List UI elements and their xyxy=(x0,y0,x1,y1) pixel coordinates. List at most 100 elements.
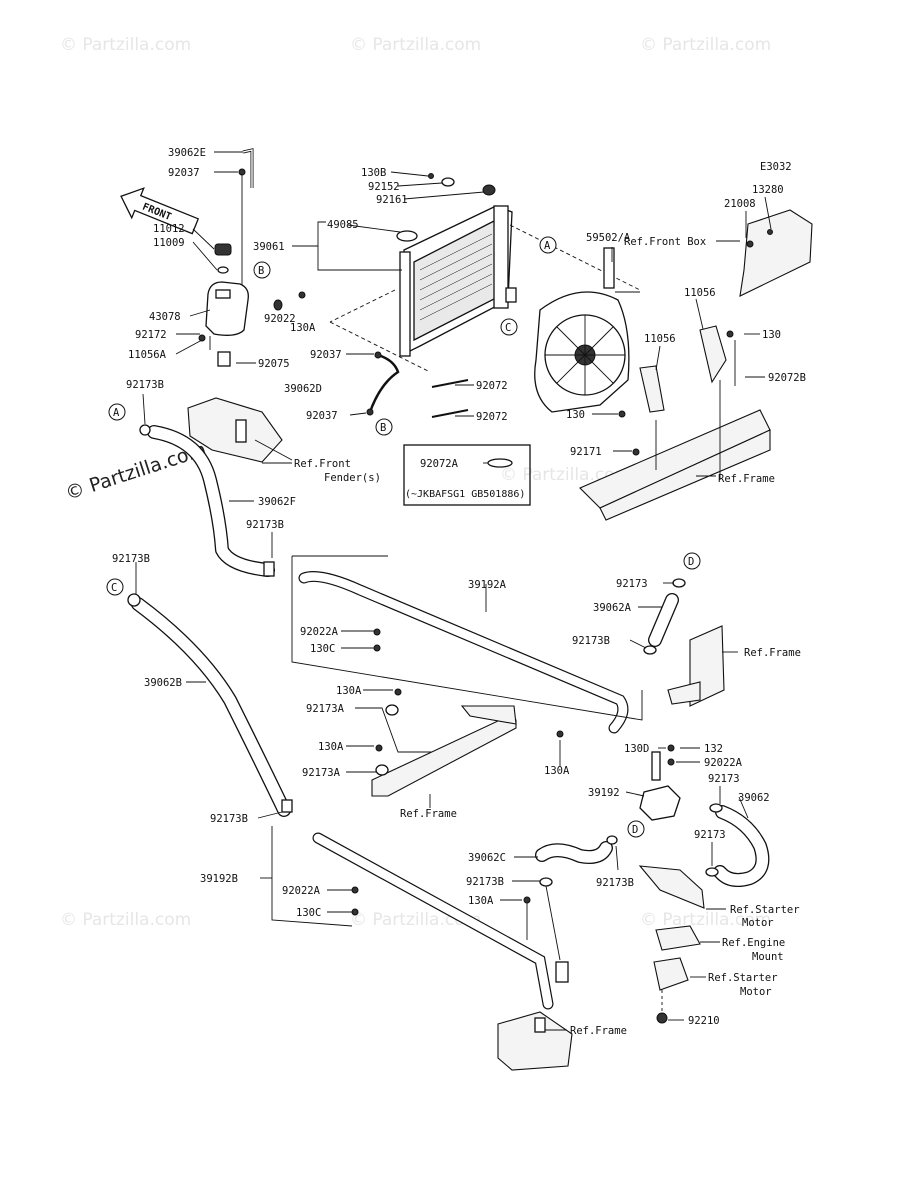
watermark: © Partzilla.com xyxy=(640,910,771,930)
part-label: 92152 xyxy=(368,181,400,193)
part-label: 49085 xyxy=(327,219,359,231)
starter-bracket xyxy=(638,865,705,1024)
part-label: 130A xyxy=(468,895,494,907)
part-label: 130D xyxy=(624,743,649,755)
part-label: 130A xyxy=(290,322,316,334)
diagram-code: E3032 xyxy=(760,161,792,173)
ref-label: Motor xyxy=(742,917,774,929)
part-label: 92173 xyxy=(616,578,648,590)
watermark: © Partzilla.com xyxy=(60,35,191,55)
ref-label: Ref.Frame xyxy=(570,1025,627,1037)
part-label: 92037 xyxy=(306,410,338,422)
part-label: 92173B xyxy=(466,876,504,888)
part-label: 39062C xyxy=(468,852,506,864)
part-label: 39062A xyxy=(593,602,632,614)
part-label: 92022A xyxy=(282,885,321,897)
part-label: 11012 xyxy=(153,223,185,235)
svg-text:B: B xyxy=(380,422,386,434)
part-label: 39062E xyxy=(168,147,206,159)
part-label: 92072A xyxy=(420,458,459,470)
part-label: 92173B xyxy=(246,519,284,531)
svg-text:C: C xyxy=(505,322,511,334)
part-label: 130A xyxy=(336,685,362,697)
front-fender xyxy=(187,397,293,463)
ref-label: Mount xyxy=(752,951,784,963)
ref-label: Ref.Starter xyxy=(730,904,800,916)
part-label: 92037 xyxy=(310,349,342,361)
part-label: 92172 xyxy=(135,329,167,341)
front-box-bracket xyxy=(739,209,813,297)
callout-C-left: C xyxy=(106,578,124,596)
part-label: 11056A xyxy=(128,349,167,361)
part-label: 130C xyxy=(296,907,321,919)
callout-A-top: A xyxy=(539,236,557,254)
part-label: 39062D xyxy=(284,383,322,395)
part-label: 92173 xyxy=(708,773,740,785)
part-label: 11056 xyxy=(644,333,676,345)
part-label: 92173 xyxy=(694,829,726,841)
part-label: 130A xyxy=(544,765,570,777)
ref-label: Fender(s) xyxy=(324,472,381,484)
part-label: 130B xyxy=(361,167,386,179)
svg-text:A: A xyxy=(544,240,551,252)
part-label: 92173B xyxy=(112,553,150,565)
ref-label: Ref.Frame xyxy=(400,808,457,820)
bracket-frame-center xyxy=(371,688,517,797)
part-label: 39062F xyxy=(258,496,296,508)
svg-text:A: A xyxy=(113,407,120,419)
part-label: 130 xyxy=(566,409,585,421)
svg-text:D: D xyxy=(688,556,694,568)
ref-label: Ref.Frame xyxy=(744,647,801,659)
part-label: 59502/A xyxy=(586,232,631,244)
part-label: 92037 xyxy=(168,167,200,179)
part-label: 130A xyxy=(318,741,344,753)
reserve-tank xyxy=(198,243,306,367)
clamp-92037 xyxy=(238,168,246,176)
part-label: 130 xyxy=(762,329,781,341)
clamp-92072A xyxy=(487,458,513,468)
serial-note: (~JKBAFSG1 GB501886) xyxy=(405,489,525,500)
ref-label: Ref.Engine xyxy=(722,937,785,949)
ref-label: Ref.Starter xyxy=(708,972,778,984)
callout-D-low: D xyxy=(627,820,645,838)
serial-note-box xyxy=(403,444,531,506)
part-label: 92022A xyxy=(300,626,339,638)
part-label: 92173B xyxy=(210,813,248,825)
part-label: 92072 xyxy=(476,411,508,423)
part-label: 39192A xyxy=(468,579,507,591)
svg-text:C: C xyxy=(111,582,117,594)
part-label: 92173A xyxy=(302,767,341,779)
cooling-fan xyxy=(534,247,640,413)
svg-text:B: B xyxy=(258,265,264,277)
part-label: 92022 xyxy=(264,313,296,325)
part-label: 39192 xyxy=(588,787,620,799)
callout-D-top: D xyxy=(683,552,701,570)
part-label: 21008 xyxy=(724,198,756,210)
part-label: 39062B xyxy=(144,677,182,689)
ref-label: Ref.Front xyxy=(294,458,351,470)
svg-text:D: D xyxy=(632,824,638,836)
part-label: 130C xyxy=(310,643,335,655)
part-label: 92210 xyxy=(688,1015,720,1027)
frame-right xyxy=(556,625,725,738)
part-label: 92173A xyxy=(306,703,345,715)
radiator-cap xyxy=(396,230,418,242)
part-label: 92173B xyxy=(126,379,164,391)
callout-A-left: A xyxy=(108,403,126,421)
part-label: 39062 xyxy=(738,792,770,804)
part-label: 92173B xyxy=(596,877,634,889)
radiator xyxy=(396,173,517,357)
part-label: 92072 xyxy=(476,380,508,392)
part-label: 11056 xyxy=(684,287,716,299)
overflow-tube xyxy=(242,148,254,188)
frame-bottom xyxy=(497,1011,573,1071)
callout-C-top: C xyxy=(500,318,518,336)
callout-B-low: B xyxy=(375,418,393,436)
part-label: 92171 xyxy=(570,446,602,458)
ref-label: Ref.Frame xyxy=(718,473,775,485)
part-label: 92173B xyxy=(572,635,610,647)
part-label: 92022A xyxy=(704,757,743,769)
part-label: 11009 xyxy=(153,237,185,249)
watermark: © Partzilla.com xyxy=(60,910,191,930)
part-label: 92075 xyxy=(258,358,290,370)
